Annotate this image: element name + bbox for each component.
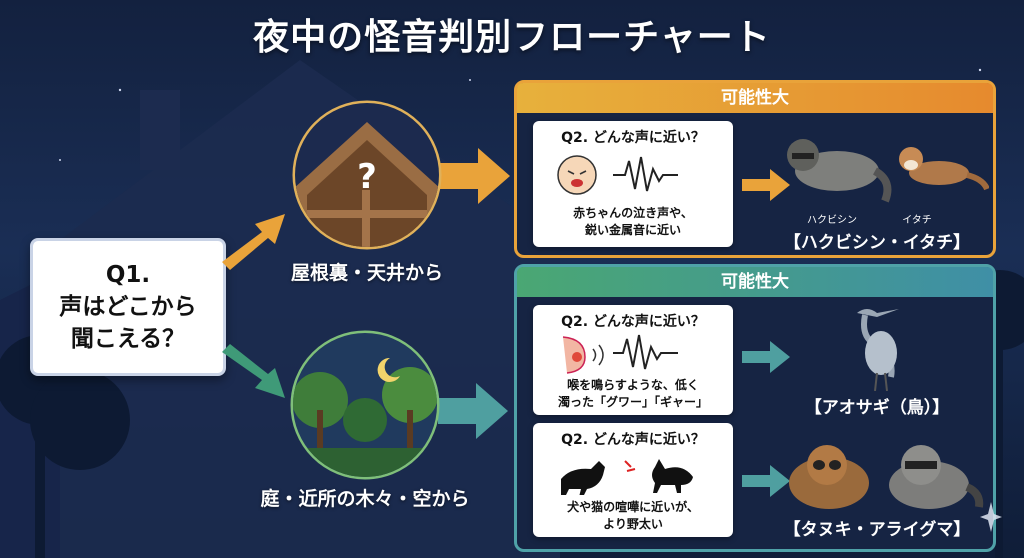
top-result-arrow-icon: [742, 169, 790, 201]
raccoon-result-label: 【タヌキ・アライグマ】: [783, 520, 971, 540]
raccoon-icon: [889, 445, 984, 509]
bottom-result-panel: 可能性大 Q2. どんな声に近い？ 喉を鳴らすような、低く 濁った「グワー」「ギ…: [514, 264, 996, 552]
arrow-roof-to-panel-icon: [440, 148, 510, 204]
heron-result-label: 【アオサギ（鳥）】: [804, 398, 950, 418]
top-panel-header: 可能性大: [517, 83, 993, 113]
moon-icon: [377, 357, 400, 382]
tanuki-icon: [789, 445, 869, 509]
top-q2-title: Q2. どんな声に近い？: [561, 130, 705, 146]
tanuki-raccoon-illustration: [789, 445, 984, 509]
garden-trees-illustration: [290, 330, 440, 480]
animal-name-weasel: イタチ: [902, 215, 932, 226]
page-title: 夜中の怪音判別フローチャート: [253, 17, 771, 58]
bottom-q2-card-heron: Q2. どんな声に近い？ 喉を鳴らすような、低く 濁った「グワー」「ギャー」: [533, 305, 733, 415]
question-mark-icon: ?: [357, 157, 377, 197]
q1-number: Q1.: [105, 262, 151, 288]
top-q2-desc-line1: 赤ちゃんの泣き声や、: [573, 206, 693, 220]
top-result-label: 【ハクビシン・イタチ】: [783, 233, 971, 253]
top-q2-desc-line2: 鋭い金属音に近い: [584, 223, 681, 237]
roof-attic-illustration: ?: [292, 100, 442, 250]
throat-waveform: [562, 334, 678, 374]
cat-silhouette-icon: [652, 459, 693, 493]
top-q2-card: Q2. どんな声に近い？ 赤ちゃんの泣き声や、 鋭い金属音に近い: [533, 121, 733, 247]
q1-text-line1: 声はどこから: [59, 294, 197, 320]
heron-icon: [857, 309, 899, 391]
roof-branch-label: 屋根裏・天井から: [290, 262, 443, 284]
civet-icon: [787, 139, 892, 203]
arrow-garden-to-panel-icon: [438, 383, 508, 439]
arrow-to-roof-icon: [222, 214, 285, 270]
arrow-to-garden-icon: [222, 344, 285, 398]
garden-branch-label: 庭・近所の木々・空から: [260, 488, 470, 510]
dog-silhouette-icon: [561, 461, 605, 495]
raccoon-q2-title: Q2. どんな声に近い？: [561, 432, 705, 448]
crying-baby-icon: [557, 155, 597, 195]
heron-q2-desc-line1: 喉を鳴らすような、低く: [567, 378, 699, 392]
top-result-panel: 可能性大 Q2. どんな声に近い？ 赤ちゃんの泣き声や、 鋭い金属音に近い ハク…: [514, 80, 996, 258]
dog-cat-fight-illustration: [561, 459, 693, 495]
raccoon-q2-desc-line1: 犬や猫の喧嘩に近いが、: [567, 500, 699, 514]
heron-q2-desc-line2: 濁った「グワー」「ギャー」: [557, 395, 708, 409]
bottom-panel-header: 可能性大: [517, 267, 993, 297]
animal-name-civet: ハクビシン: [807, 215, 857, 226]
heron-q2-title: Q2. どんな声に近い？: [561, 314, 705, 330]
civet-weasel-illustration: [787, 139, 989, 203]
q1-text-line2: 聞こえる？: [70, 326, 186, 352]
sparkle-icon: [980, 502, 1002, 532]
bottom-q2-card-raccoon: Q2. どんな声に近い？ 犬や猫の喧嘩に近いが、 より野太い: [533, 423, 733, 537]
raccoon-q2-desc-line2: より野太い: [603, 517, 663, 531]
sound-wave-icon: [613, 156, 678, 192]
weasel-icon: [899, 147, 989, 191]
sound-wave-icon: [613, 334, 678, 370]
q1-question-box: Q1. 声はどこから 聞こえる？: [30, 238, 226, 376]
heron-result-arrow-icon: [742, 341, 790, 373]
crying-baby-waveform: [557, 155, 678, 195]
raccoon-result-arrow-icon: [742, 465, 790, 497]
